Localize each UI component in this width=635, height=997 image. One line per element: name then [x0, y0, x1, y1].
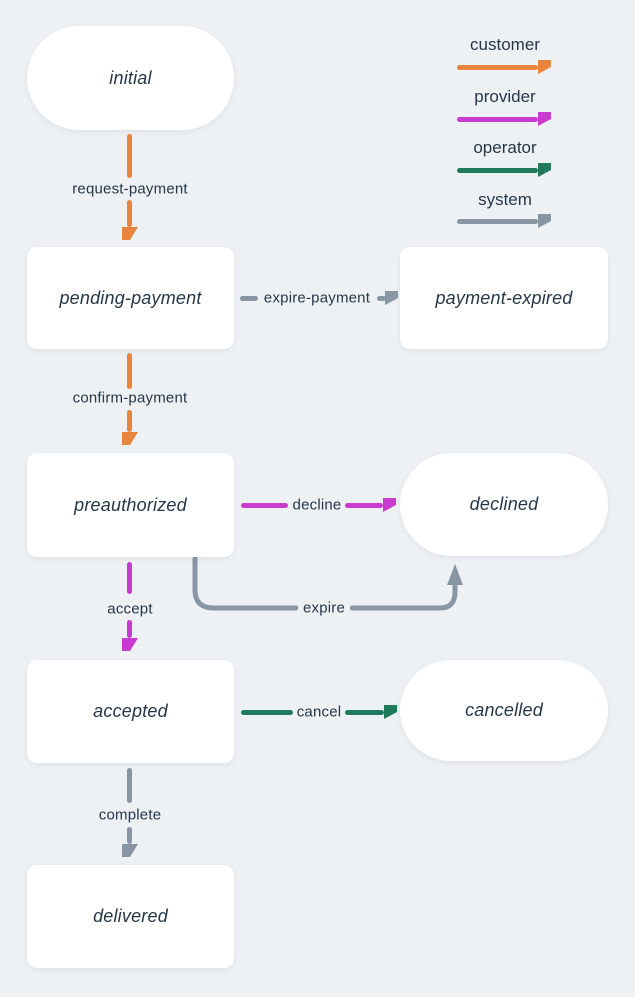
- legend-label-system: system: [478, 190, 532, 209]
- state-node-preauthorized: preauthorized: [27, 453, 234, 557]
- arrow-line: [241, 503, 288, 508]
- arrow-line: [127, 134, 132, 178]
- edge-label-cancel: cancel: [296, 703, 342, 721]
- arrow-right-icon: [384, 705, 397, 719]
- edge-label-expire: expire: [297, 599, 351, 617]
- arrow-line: [127, 410, 132, 432]
- arrow-line: [377, 296, 386, 301]
- arrow-right-icon: [538, 163, 551, 177]
- state-label: payment-expired: [435, 287, 573, 308]
- arrow-line: [127, 200, 132, 227]
- state-label: delivered: [93, 906, 168, 926]
- edge-label-confirm-payment: confirm-payment: [72, 389, 188, 407]
- edge-label-expire-payment: expire-payment: [263, 289, 371, 307]
- legend-arrow-line: [457, 168, 538, 173]
- arrow-right-icon: [538, 60, 551, 74]
- arrow-right-icon: [383, 498, 396, 512]
- arrow-right-icon: [538, 214, 551, 228]
- state-node-payment-expired: payment-expired: [400, 247, 608, 349]
- arrow-line: [241, 710, 293, 715]
- legend-label-provider: provider: [474, 87, 536, 106]
- arrow-line: [240, 296, 258, 301]
- state-node-initial: initial: [27, 26, 234, 130]
- state-label: accepted: [93, 701, 168, 721]
- legend-label-customer: customer: [470, 35, 540, 54]
- arrow-line: [127, 768, 132, 803]
- state-node-cancelled: cancelled: [400, 660, 608, 761]
- arrow-line: [127, 562, 132, 594]
- legend-arrow-line: [457, 65, 538, 70]
- arrow-line: [127, 353, 132, 389]
- arrow-down-icon: [122, 432, 138, 445]
- state-node-delivered: delivered: [27, 865, 234, 968]
- arrow-down-icon: [122, 844, 138, 857]
- arrow-right-icon: [385, 291, 398, 305]
- edge-label-accept: accept: [107, 600, 153, 618]
- arrow-down-icon: [122, 227, 138, 240]
- legend-arrow-line: [457, 117, 538, 122]
- legend-label-operator: operator: [473, 138, 537, 157]
- state-label: preauthorized: [74, 494, 187, 515]
- state-label: pending-payment: [59, 287, 202, 308]
- edge-label-request-payment: request-payment: [72, 180, 188, 198]
- arrow-down-icon: [122, 638, 138, 651]
- legend-arrow-line: [457, 219, 538, 224]
- arrow-up-icon: [447, 564, 463, 585]
- state-node-accepted: accepted: [27, 660, 234, 763]
- state-label: declined: [469, 494, 539, 514]
- arrow-line: [127, 827, 132, 844]
- arrow-line: [127, 620, 132, 638]
- arrow-line: [345, 710, 384, 715]
- arrow-right-icon: [538, 112, 551, 126]
- state-node-declined: declined: [400, 453, 608, 556]
- state-node-pending-payment: pending-payment: [27, 247, 234, 349]
- state-label: initial: [109, 67, 152, 88]
- state-label: cancelled: [465, 700, 543, 720]
- edge-label-complete: complete: [98, 806, 162, 824]
- arrow-line: [345, 503, 383, 508]
- edge-label-decline: decline: [292, 496, 342, 514]
